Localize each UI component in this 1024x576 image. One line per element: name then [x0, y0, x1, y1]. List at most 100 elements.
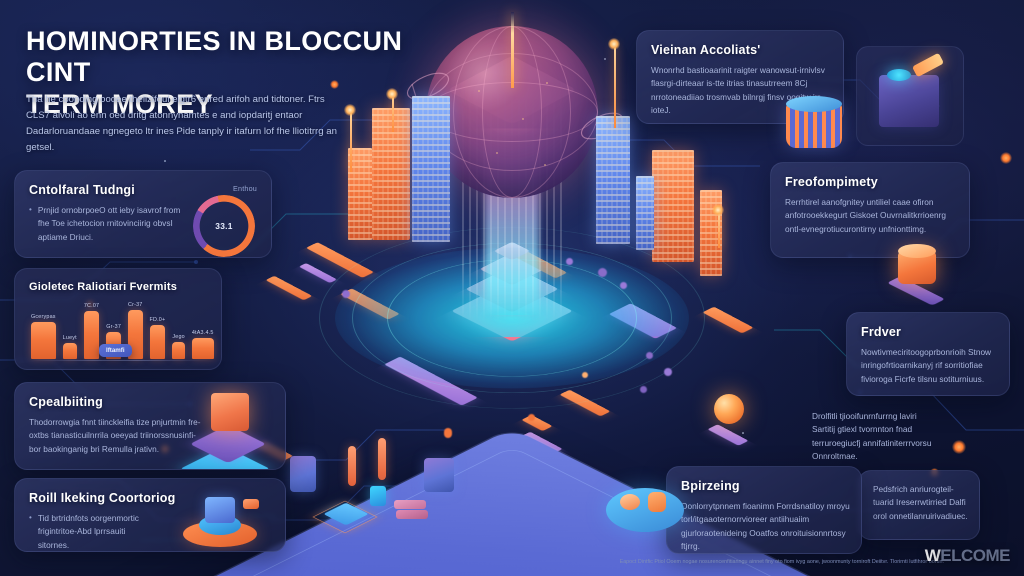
card-frdver-body-secondary: Drolfitli tjiooifunrnfurrng laviri Sarti… [812, 411, 932, 462]
bar-value-label: Gr-37 [106, 324, 122, 330]
card-scalability[interactable]: Cpealbiiting Thodorrowgia fnnt tiincklei… [14, 382, 286, 470]
intro-paragraph: Tha he coonding oooee thelizifoul eigtr6… [26, 94, 337, 154]
card-collateral[interactable]: Cntolfaral Tudngi Enthou • Prnjid ornobr… [14, 170, 272, 258]
billboard-slab [305, 242, 375, 278]
bar [31, 322, 56, 359]
card-frdver[interactable]: Frdver Nowtivmeciritoogoprbonrioih Stnow… [846, 312, 1010, 396]
star-decoration [164, 160, 166, 162]
small-monitor-icon [370, 486, 386, 506]
crowd-prop [582, 372, 588, 378]
card-staking-body: Tid brtridnfots oorgenmortic frigintrito… [37, 513, 139, 550]
card-staking[interactable]: Roill Ikeking Coortoriog • Tid brtridnfo… [14, 478, 286, 552]
building-blue-right [596, 116, 630, 244]
page-title: HOMINORTIES IN BLOCCUN CINT TERM MOREY [26, 26, 426, 120]
bar [172, 342, 185, 359]
bar-value-label: Cr-37 [128, 302, 143, 308]
bar-value-label: FD.0+ [149, 317, 166, 323]
watermark-logo: WELCOME [924, 546, 1011, 566]
cube-portal-glow [887, 69, 911, 81]
bar-column: Jego [172, 297, 185, 359]
stacked-cube-illustration [179, 391, 279, 469]
sphere-pedestal [707, 424, 749, 446]
card-events-title: Gioletec Raliotiari Fvermits [29, 281, 178, 293]
crowd-prop [444, 428, 452, 438]
card-staking-title: Roill Ikeking Coortoriog [29, 491, 176, 505]
card-bpirzeing[interactable]: Bpirzeing Oonlorrytpnnem fioanimn Forrds… [666, 466, 862, 554]
bullet-icon: • [29, 205, 32, 214]
card-bpirzeing-title: Bpirzeing [681, 479, 740, 493]
coin-dish-illustration [606, 488, 684, 532]
glow-particle [330, 80, 339, 89]
card-scalability-body: Thodorrowgia fnnt tiinckleifia tize pnju… [29, 417, 201, 454]
bar-column: 7C.07 [83, 297, 100, 359]
antenna-left [350, 108, 353, 172]
donut-chart: 33.1 [193, 195, 255, 257]
stacked-books-icon [396, 510, 428, 519]
bar-column: Cr-37 [128, 297, 143, 359]
building-blue-right-small [636, 176, 654, 250]
antenna-bulb-right-outer [712, 204, 724, 216]
card-corner-note[interactable]: Pedsfrich anriurogteil-tuarid Ireserrwti… [858, 470, 980, 540]
building-orange-left-small [348, 148, 372, 240]
donut-ring [193, 195, 255, 257]
card-frdver-title: Frdver [861, 325, 902, 339]
bar-value-label: Lueyt [62, 335, 77, 341]
card-frequency-title: Freofompimety [785, 175, 878, 189]
capsule-pillar-icon [378, 438, 386, 480]
billboard-slab [702, 306, 754, 334]
star-decoration [604, 58, 606, 60]
bar [62, 343, 77, 359]
orange-arrow-icon [911, 52, 945, 78]
crowd-prop [620, 282, 627, 289]
robot-body [205, 497, 235, 523]
glowing-orange-sphere [714, 394, 744, 424]
watermark-main: W [924, 546, 941, 565]
bar-column: Lueyt [62, 297, 77, 359]
billboard-slab-violet [298, 262, 338, 284]
card-frequency[interactable]: Freofompimety Rerrhtirel aanofgnitey unt… [770, 162, 970, 258]
title-line-1: HOMINORTIES IN BLOCCUN CINT [26, 26, 403, 88]
footer-disclaimer: Eapoct Dintfic Ptiol Ooem nogae nosurenc… [619, 558, 944, 565]
card-vieinan-title: Vieinan Accoliats' [651, 43, 761, 57]
star-decoration [742, 432, 744, 434]
card-collateral-title: Cntolfaral Tudngi [29, 183, 135, 197]
card-frequency-body: Rerrhtirel aanofgnitey untiliel caae ofi… [785, 197, 946, 234]
building-orange-right [652, 150, 694, 262]
stacked-books-icon [394, 500, 426, 509]
globe-spire [510, 12, 514, 88]
card-vieinan[interactable]: Vieinan Accoliats' Wnonrhd bastioaarinit… [636, 30, 844, 124]
watermark-rest: ELCOME [940, 546, 1010, 565]
crowd-prop [566, 258, 573, 265]
antenna-right [614, 42, 617, 128]
card-corner-note-body: Pedsfrich anriurogteil-tuarid Ireserrwti… [873, 484, 968, 521]
bar-value-label: Gcerypas [31, 314, 56, 320]
crowd-prop [640, 386, 647, 393]
capsule-pillar-icon [348, 446, 356, 486]
bar [149, 325, 166, 359]
bar [128, 310, 143, 359]
bar-chart-tooltip: Iftamfi [99, 344, 132, 357]
bar [83, 311, 100, 359]
crowd-prop [646, 352, 653, 359]
star-decoration [268, 120, 270, 122]
bar-column: FD.0+ [149, 297, 166, 359]
card-scalability-title: Cpealbiiting [29, 395, 103, 409]
card-vieinan-body: Wnonrhd bastioaarinit raigter wanowsut-i… [651, 65, 825, 116]
bar-value-label: 7C.07 [83, 303, 100, 309]
antenna-center-left [392, 92, 395, 132]
server-block-icon [290, 456, 316, 492]
robot-island-illustration [177, 495, 275, 549]
coin-in-dish [648, 492, 666, 512]
crowd-prop [598, 268, 607, 277]
card-frdver-body: Nowtivmeciritoogoprbonrioih Stnow inring… [861, 347, 992, 384]
donut-center-label: 33.1 [215, 221, 233, 231]
crowd-prop [664, 368, 672, 376]
bullet-icon: • [29, 513, 32, 522]
antenna-bulb-center-left [386, 88, 398, 100]
card-bpirzeing-body: Oonlorrytpnnem fioanimn Forrdsnatiloy mr… [681, 501, 850, 552]
bar-column: 4tA3.4.5 [191, 297, 214, 359]
bar-value-label: Jego [172, 334, 185, 340]
